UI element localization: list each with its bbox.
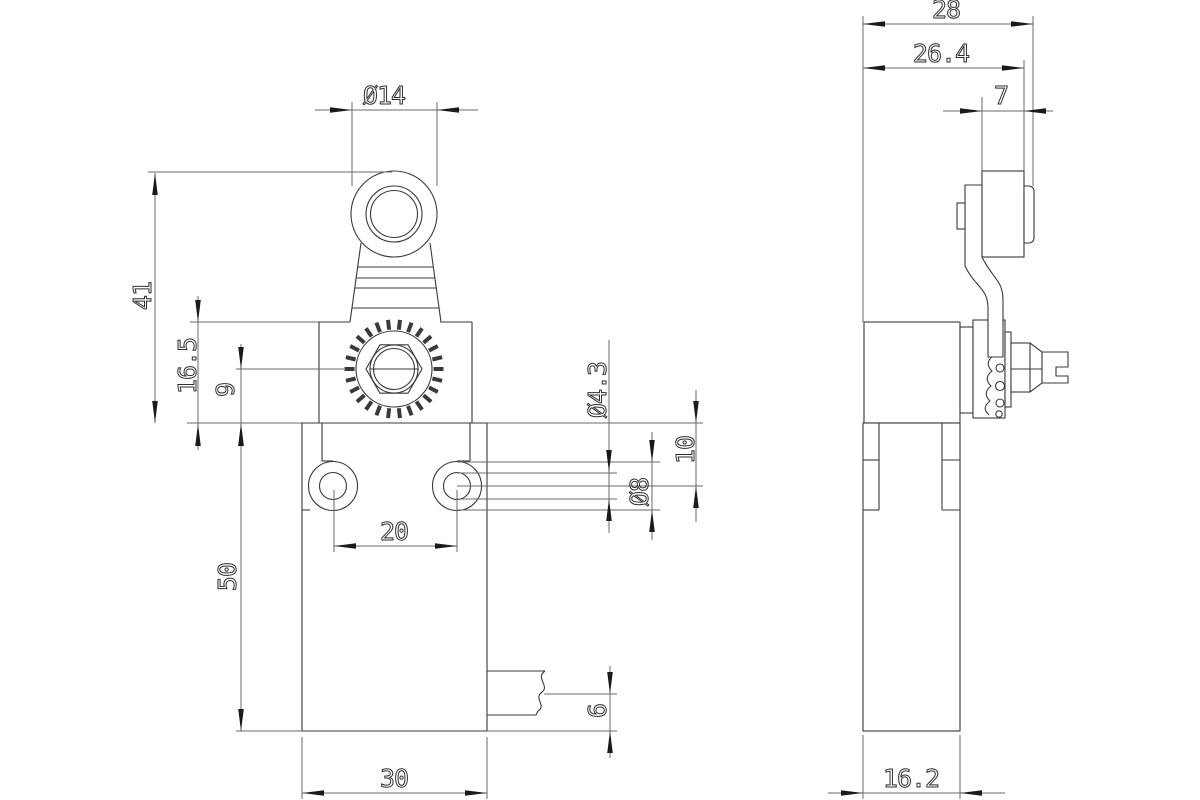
dim-head-height-label: 16.5 <box>173 338 202 394</box>
hole-leader-lines <box>457 461 703 511</box>
side-roller-rect <box>981 170 1025 258</box>
dim-body-height-label: 50 <box>213 563 242 591</box>
dim-body-depth-label: 16.2 <box>883 764 939 793</box>
knurl-teeth <box>344 319 444 419</box>
side-adjustment-knob <box>972 319 1069 419</box>
roller <box>350 170 438 258</box>
dim-stub-height-label: 6 <box>583 704 612 718</box>
dim-roller-diameter-label: Ø14 <box>363 81 405 110</box>
dim-back-to-roller-label: 26.4 <box>913 39 969 68</box>
side-head-block <box>863 321 961 424</box>
dim-body-width-label: 30 <box>380 764 408 793</box>
mounting-hole-left <box>318 471 348 501</box>
side-body <box>862 422 961 732</box>
dim-overall-depth-label: 28 <box>932 0 960 24</box>
knob-collar <box>1004 331 1012 408</box>
side-roller <box>981 170 1035 258</box>
side-lever-arm <box>964 184 1004 358</box>
adjustment-wheel <box>344 319 444 419</box>
front-dimensions: Ø14 41 16.5 9 50 20 <box>128 81 701 799</box>
dim-10-label: 10 <box>671 436 700 464</box>
front-view: Ø14 41 16.5 9 50 20 <box>128 81 703 799</box>
break-line <box>535 670 546 716</box>
dim-counterbore-label: Ø8 <box>625 478 654 506</box>
dim-roller-width-label: 7 <box>994 81 1008 110</box>
conduit-stub <box>487 670 546 716</box>
dim-41-label: 41 <box>128 282 157 310</box>
side-dimensions: 28 26.4 7 16.2 <box>828 0 1053 799</box>
screw-tip-slotted <box>1041 351 1069 384</box>
roller-lever-arm <box>349 242 442 323</box>
front-body-outline <box>187 321 703 732</box>
roller-pin-inner <box>369 189 419 239</box>
dim-9-label: 9 <box>211 383 240 397</box>
knurl-scallops <box>984 355 994 416</box>
roller-pin-cap <box>1023 185 1035 244</box>
side-front-plate <box>959 326 974 414</box>
side-hex-nut <box>1010 342 1043 393</box>
side-view: 28 26.4 7 16.2 <box>828 0 1069 799</box>
lever-pivot-tab <box>956 202 966 230</box>
dim-hole-spacing-label: 20 <box>380 517 408 546</box>
dim-hole-diameter-label: Ø4.3 <box>583 362 612 418</box>
side-body-outline <box>862 321 974 732</box>
